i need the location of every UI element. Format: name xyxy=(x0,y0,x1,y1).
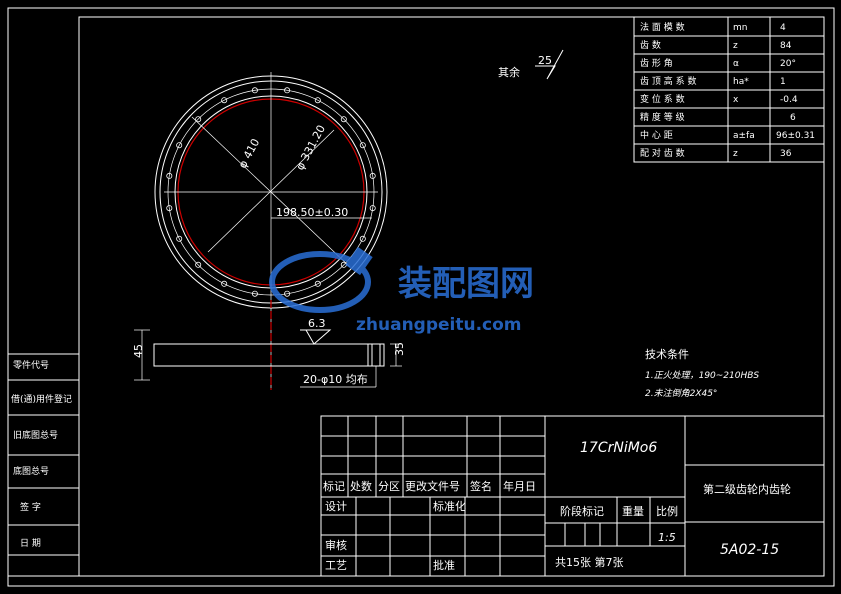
title-standard: 标准化 xyxy=(433,499,466,513)
param-val-2: 20° xyxy=(780,59,796,69)
bolt-hole xyxy=(284,87,291,94)
bolt-hole xyxy=(251,290,258,297)
title-scale-label: 比例 xyxy=(656,504,678,518)
outer-border xyxy=(7,7,835,587)
title-stage: 阶段标记 xyxy=(560,504,604,518)
param-sym-6: a±fa xyxy=(733,131,755,141)
bolt-hole xyxy=(166,205,173,212)
param-name-7: 配 对 齿 数 xyxy=(640,147,685,159)
outer-dia-label: φ 410 xyxy=(236,136,262,170)
gear-side-view: 45 35 20-φ10 均布 6.3 xyxy=(132,317,406,388)
param-sym-7: z xyxy=(733,149,738,159)
bolt-hole xyxy=(195,116,202,123)
side-label-old-base: 旧底图总号 xyxy=(13,429,58,441)
param-name-1: 齿 数 xyxy=(640,39,661,51)
watermark-url: zhuangpeitu.com xyxy=(356,315,522,335)
title-weight: 重量 xyxy=(622,504,644,518)
bolt-hole xyxy=(284,290,291,297)
param-name-4: 变 位 系 数 xyxy=(640,93,685,105)
face-roughness-value: 6.3 xyxy=(308,317,326,330)
roughness-rest-label: 其余 xyxy=(498,65,520,79)
title-scale: 1:5 xyxy=(658,531,676,544)
param-name-3: 齿 顶 高 系 数 xyxy=(640,75,696,87)
holes-label: 20-φ10 均布 xyxy=(303,373,368,386)
param-val-5: 6 xyxy=(790,113,796,123)
title-check: 审核 xyxy=(325,538,347,552)
bolt-hole xyxy=(221,280,228,287)
title-h-doc: 更改文件号 xyxy=(405,479,460,493)
title-approve: 批准 xyxy=(433,558,455,572)
roughness-value: 25 xyxy=(538,54,552,67)
thickness-label: 45 xyxy=(132,344,145,358)
side-label-part-code: 零件代号 xyxy=(13,359,49,371)
watermark: 装配图网 zhuangpeitu.com xyxy=(269,246,534,335)
title-h-sign: 签名 xyxy=(470,479,492,493)
bolt-hole xyxy=(176,235,183,242)
bolt-hole xyxy=(176,142,183,149)
title-h-count: 处数 xyxy=(350,480,372,493)
roughness-symbol xyxy=(535,49,564,80)
tech-line-1: 1.正火处理，190~210HBS xyxy=(645,370,759,381)
side-strip: 零件代号 借(通)用件登记 旧底图总号 底图总号 签 字 日 期 xyxy=(7,353,80,577)
param-sym-4: x xyxy=(733,95,739,105)
title-process: 工艺 xyxy=(325,559,347,572)
param-val-6: 96±0.31 xyxy=(776,131,815,141)
param-val-1: 84 xyxy=(780,41,792,51)
param-val-3: 1 xyxy=(780,77,786,87)
param-val-0: 4 xyxy=(780,23,786,33)
param-name-6: 中 心 距 xyxy=(640,129,673,141)
bolt-hole xyxy=(221,97,228,104)
bolt-hole xyxy=(359,142,366,149)
bolt-hole xyxy=(166,172,173,179)
parameter-table: 法 面 模 数 mn 4 齿 数 z 84 齿 形 角 α 20° 齿 顶 高 … xyxy=(633,16,825,163)
param-name-2: 齿 形 角 xyxy=(640,57,673,69)
bolt-hole xyxy=(314,280,321,287)
param-sym-2: α xyxy=(733,59,739,69)
drawing-number: 5A02-15 xyxy=(720,542,779,558)
dia-331-line xyxy=(207,129,335,253)
bolt-hole xyxy=(369,205,376,212)
title-sheets: 共15张 第7张 xyxy=(555,555,624,569)
roughness-note: 其余 25 xyxy=(498,49,564,80)
side-label-date: 日 期 xyxy=(20,538,41,549)
side-label-borrow: 借(通)用件登记 xyxy=(11,393,72,405)
bolt-hole xyxy=(359,235,366,242)
bolt-hole xyxy=(340,116,347,123)
radius-label: 198.50±0.30 xyxy=(276,206,348,219)
watermark-cn: 装配图网 xyxy=(398,264,534,304)
param-name-0: 法 面 模 数 xyxy=(640,21,685,33)
tech-title: 技术条件 xyxy=(645,347,689,361)
side-body xyxy=(153,343,385,367)
title-design: 设计 xyxy=(325,500,347,513)
title-h-mark: 标记 xyxy=(323,479,345,493)
tech-notes: 技术条件 1.正火处理，190~210HBS 2.未注倒角2X45° xyxy=(645,347,759,399)
gear-front-view: φ 410 φ 331.20 198.50±0.30 xyxy=(154,72,388,390)
side-label-sign: 签 字 xyxy=(20,501,41,513)
face-roughness-symbol xyxy=(300,329,332,345)
bolt-hole xyxy=(369,172,376,179)
param-val-7: 36 xyxy=(780,149,792,159)
param-sym-0: mn xyxy=(733,23,747,33)
bolt-hole xyxy=(314,97,321,104)
inner-dia-label: φ 331.20 xyxy=(293,123,328,173)
title-block: 标记 处数 分区 更改文件号 签名 年月日 设计 标准化 审核 工艺 批准 17… xyxy=(320,415,825,577)
title-h-date: 年月日 xyxy=(503,479,536,493)
param-sym-1: z xyxy=(733,41,738,51)
bolt-hole xyxy=(251,87,258,94)
param-val-4: -0.4 xyxy=(780,95,798,105)
bolt-holes xyxy=(166,87,376,297)
material: 17CrNiMo6 xyxy=(580,440,657,456)
bolt-hole xyxy=(195,261,202,268)
side-label-base: 底图总号 xyxy=(13,465,49,477)
title-h-zone: 分区 xyxy=(378,480,400,493)
inner-thickness-label: 35 xyxy=(393,342,406,356)
param-sym-3: ha* xyxy=(733,77,749,87)
tech-line-2: 2.未注倒角2X45° xyxy=(645,388,717,399)
dia-410-line xyxy=(191,116,351,268)
param-name-5: 精 度 等 级 xyxy=(640,111,685,123)
part-name: 第二级齿轮内齿轮 xyxy=(703,482,791,496)
